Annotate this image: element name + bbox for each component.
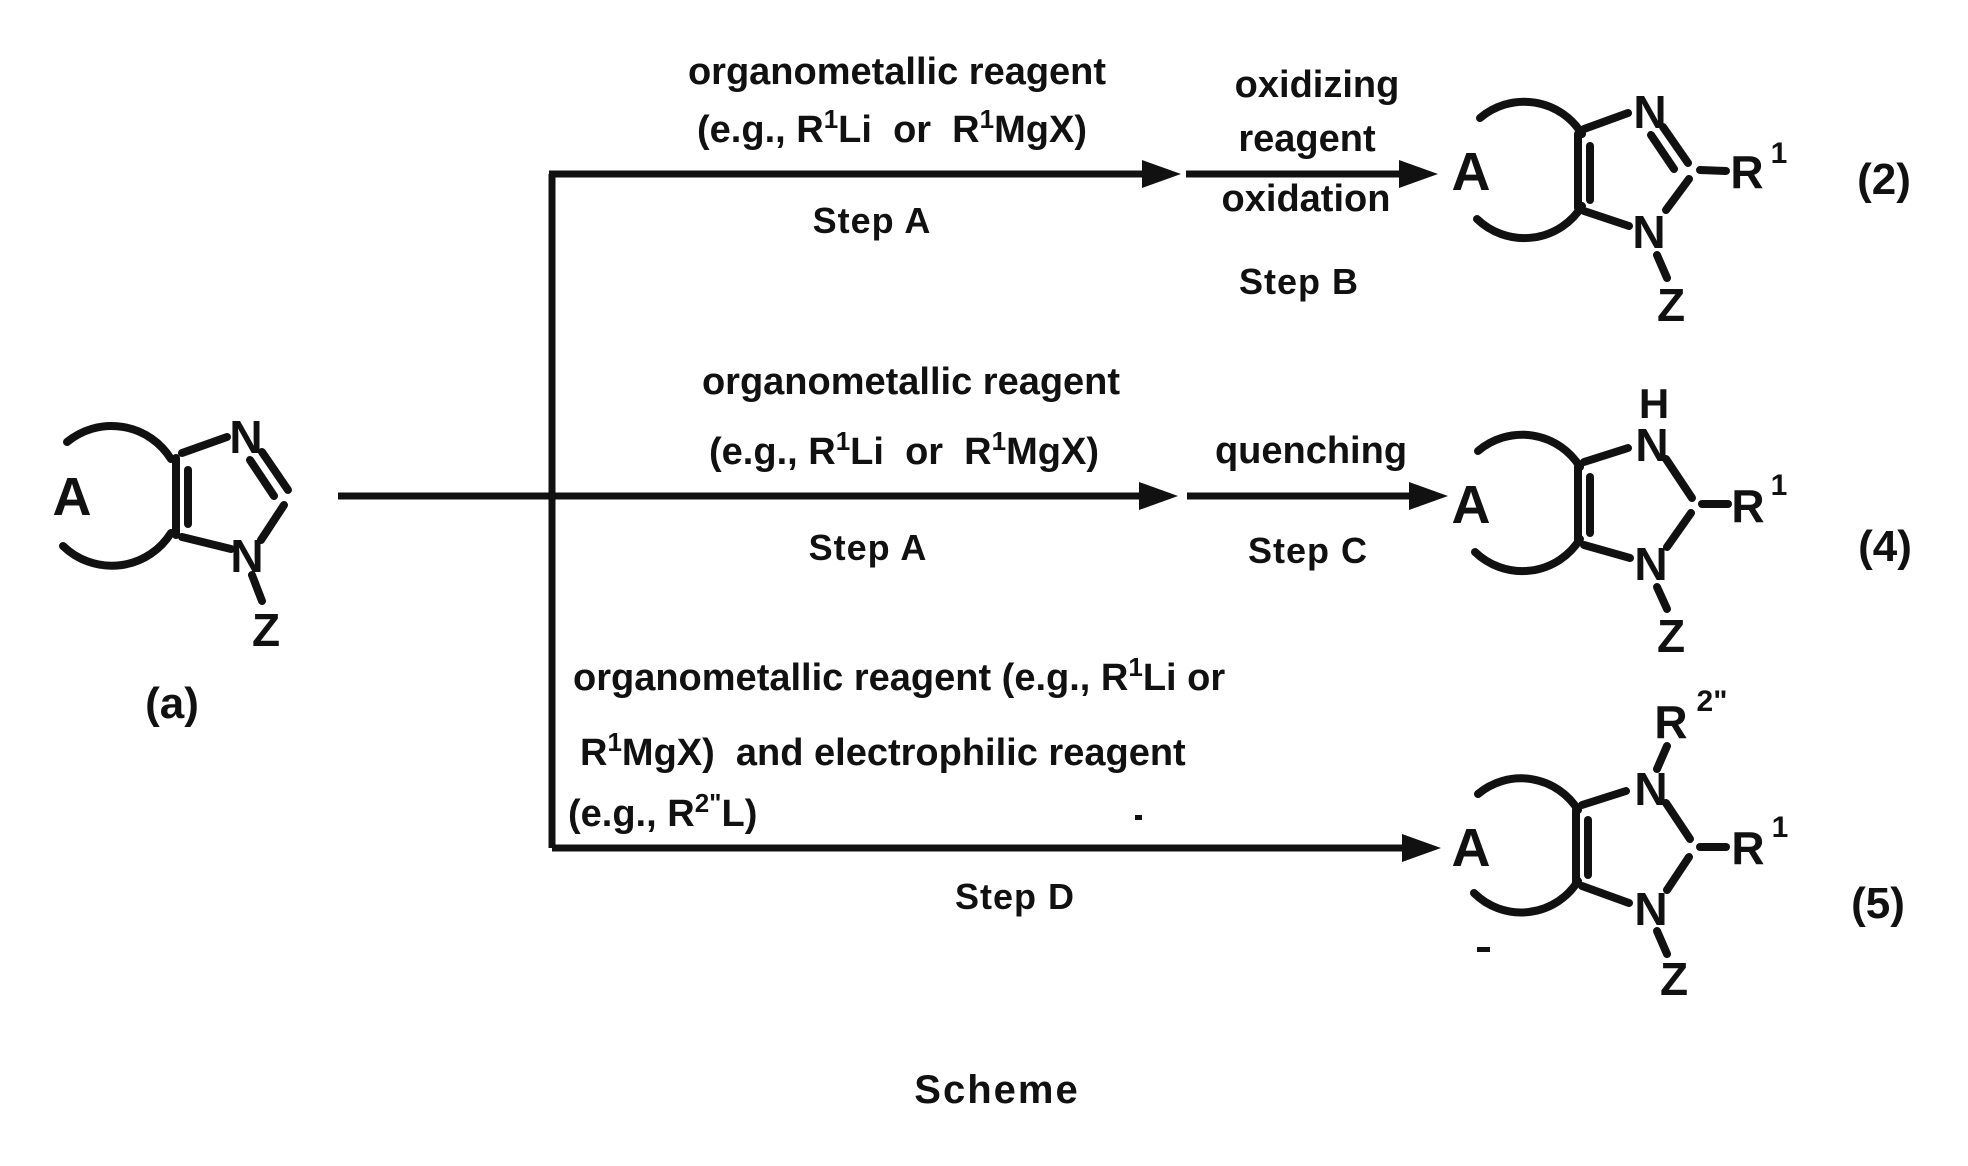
bond-n-z: [248, 571, 266, 605]
bond-nbottom-c: [1578, 882, 1633, 907]
z-label: Z: [1660, 953, 1688, 1005]
bond-n-z: [1653, 251, 1671, 282]
bond-n-z: [1653, 583, 1671, 613]
product-2-structure: A N N R 1 Z (2): [1452, 86, 1911, 331]
bond-c2-nbottom: [257, 501, 288, 544]
arrowhead-step-d-icon: [1402, 834, 1441, 862]
row1-reagent-line1: organometallic reagent: [687, 51, 1107, 93]
superscript-1: 1: [607, 727, 622, 757]
bond-c2-nbottom: [1662, 175, 1693, 214]
row1-oxidation-label: oxidation: [1221, 178, 1391, 220]
n-bottom-label: N: [230, 530, 263, 582]
r2-label: R: [1654, 696, 1687, 748]
row2-step-c-label: Step C: [1247, 530, 1369, 571]
r1-superscript: 1: [1771, 137, 1788, 170]
ring-a-arc-top: [1476, 97, 1586, 138]
bond-n-c2-double-inner: [1647, 131, 1678, 173]
n-bottom-label: N: [1634, 538, 1667, 590]
bond-c-ntop: [1580, 109, 1632, 133]
ring-a-arc-top: [63, 422, 175, 463]
product-5-number: (5): [1851, 879, 1905, 928]
row1-oxidizing-label: oxidizing: [1234, 64, 1400, 106]
bond-n-c2-double: [258, 448, 292, 494]
start-material-number: (a): [145, 679, 199, 728]
n-bottom-label: N: [1632, 206, 1665, 258]
row1-reagent-line2: (e.g., R1Li or R1MgX): [697, 104, 1087, 151]
row2-reagent-line1: organometallic reagent: [701, 361, 1121, 403]
scan-dash: [1477, 947, 1490, 952]
superscript-2pp: 2": [694, 788, 722, 818]
row3-reagent-line3: (e.g., R2"L): [568, 788, 758, 835]
row2-step-a-label: Step A: [808, 527, 928, 568]
scheme-title: Scheme: [914, 1068, 1080, 1112]
nh-hydrogen-label: H: [1639, 380, 1669, 427]
r1-label: R: [1731, 480, 1764, 532]
r2-superscript: 2": [1697, 685, 1728, 718]
ring-a-label: A: [1452, 142, 1491, 202]
ring-a-arc-top: [1474, 774, 1582, 814]
ring-a-label: A: [1452, 475, 1491, 535]
arrowhead-step-c-icon: [1409, 482, 1448, 510]
ring-a-label: A: [53, 467, 92, 527]
bond-c2-nbottom: [1663, 509, 1695, 551]
superscript-1: 1: [1128, 652, 1143, 682]
superscript-1: 1: [823, 104, 839, 134]
ring-a-arc-bottom: [1470, 877, 1582, 917]
ring-a-label: A: [1452, 818, 1491, 878]
bond-c-ntop: [1580, 444, 1632, 466]
r1-superscript: 1: [1772, 811, 1789, 844]
bond-n-c2-double-inner: [246, 456, 278, 500]
z-label: Z: [1657, 610, 1685, 662]
row1-reagent-word: reagent: [1238, 118, 1376, 160]
bond-c2-nbottom: [1663, 853, 1693, 894]
z-label: Z: [252, 604, 280, 656]
bond-n-z: [1653, 927, 1671, 958]
r1-label: R: [1730, 146, 1763, 198]
ring-a-arc-top: [1474, 430, 1584, 471]
bond-c-ntop: [1578, 787, 1630, 809]
n-bottom-label: N: [1634, 883, 1667, 935]
row3-step-d-label: Step D: [954, 876, 1076, 917]
bond-n-c2: [1662, 455, 1696, 502]
row3-reagent-line1: organometallic reagent (e.g., R1Li or: [573, 652, 1226, 699]
arrowhead-step-a-mid-icon: [1139, 482, 1178, 510]
n-top-label: N: [1633, 86, 1666, 138]
flow-lines: [338, 160, 1448, 862]
superscript-1: 1: [991, 426, 1007, 456]
n-top-label: N: [1634, 763, 1667, 815]
r1-superscript: 1: [1771, 469, 1788, 502]
row2-reagent-line2: (e.g., R1Li or R1MgX): [709, 426, 1099, 473]
r1-label: R: [1731, 822, 1764, 874]
row1-step-b-label: Step B: [1238, 261, 1360, 302]
n-top-label: N: [1635, 419, 1668, 471]
row3-reagent-line2: R1MgX) and electrophilic reagent: [580, 727, 1186, 774]
z-label: Z: [1657, 279, 1685, 331]
n-top-label: N: [229, 411, 262, 463]
bond-n-r2: [1653, 742, 1671, 773]
product-2-number: (2): [1857, 155, 1911, 204]
product-4-structure: H N A R 1 N Z (4): [1452, 380, 1912, 662]
superscript-1: 1: [835, 426, 851, 456]
arrowhead-step-a-top-icon: [1142, 160, 1181, 188]
ring-a-arc-bottom: [1471, 535, 1584, 576]
row1-step-a-label: Step A: [812, 200, 932, 241]
bond-nbottom-c: [178, 533, 235, 553]
bond-nbottom-c: [1580, 541, 1634, 562]
bond-nbottom-c: [1580, 207, 1633, 230]
bond-c2-r: [1696, 166, 1730, 175]
bond-n-c2-double: [1659, 123, 1692, 167]
bond-c-ntop: [178, 433, 231, 457]
row2-quenching-label: quenching: [1214, 430, 1408, 472]
ring-a-arc-bottom: [1473, 202, 1586, 243]
ring-a-arc-bottom: [59, 529, 175, 570]
start-material-structure: A N N Z (a): [53, 411, 292, 728]
bond-n-c2: [1662, 799, 1694, 843]
scan-speck: [1135, 815, 1142, 820]
superscript-1: 1: [979, 104, 995, 134]
product-5-structure: R 2" N A R 1 N Z (5): [1452, 685, 1905, 1005]
arrowhead-step-b-icon: [1399, 160, 1438, 188]
product-4-number: (4): [1858, 522, 1912, 571]
